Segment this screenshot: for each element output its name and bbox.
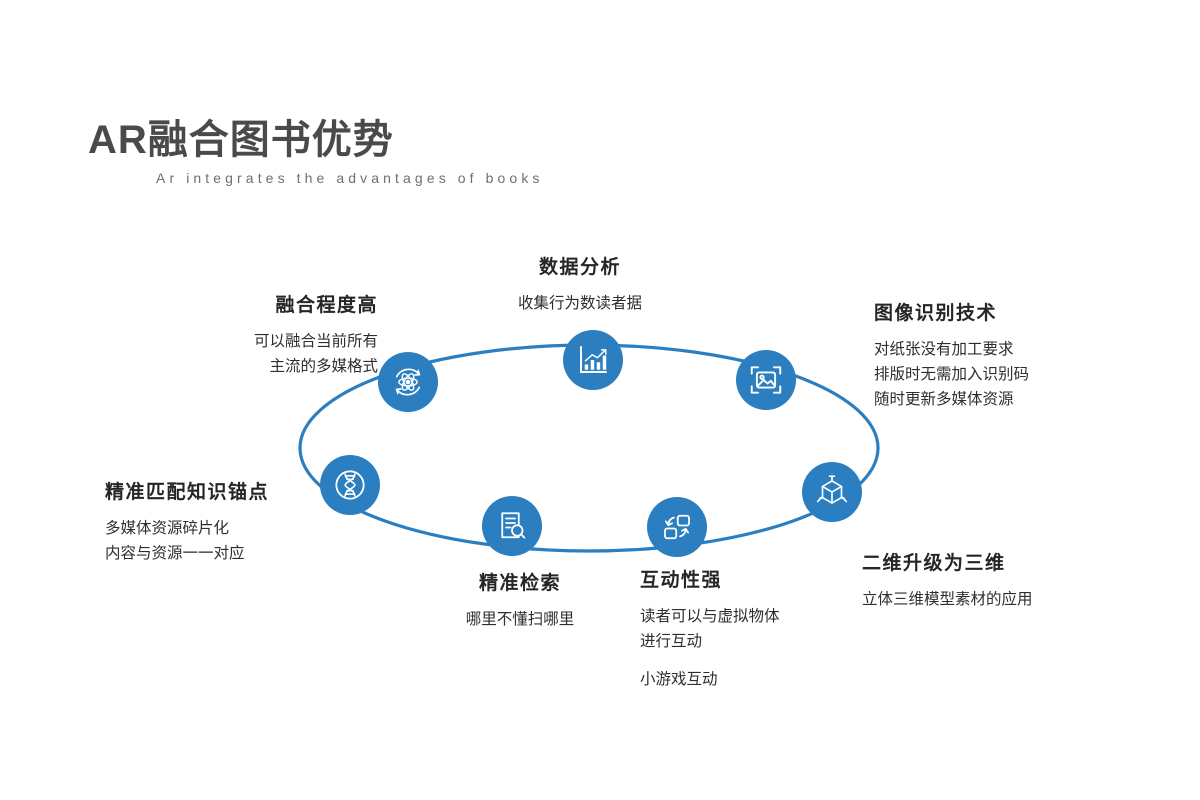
block-fusion: 融合程度高 可以融合当前所有 主流的多媒格式: [198, 290, 378, 379]
block-three-d-line-1: 立体三维模型素材的应用: [862, 591, 1033, 608]
block-data-line-1: 收集行为数读者据: [517, 295, 642, 312]
dna-helix-icon: [335, 470, 365, 500]
page-subtitle: Ar integrates the advantages of books: [156, 170, 544, 186]
exchange-squares-icon: [664, 514, 690, 540]
block-anchor-desc: 多媒体资源碎片化 内容与资源一一对应: [105, 516, 345, 566]
block-image-desc: 对纸张没有加工要求 排版时无需加入识别码 随时更新多媒体资源: [874, 337, 1174, 412]
block-fusion-line-2: 主流的多媒格式: [269, 358, 378, 376]
block-fusion-line-1: 可以融合当前所有: [253, 333, 378, 350]
block-image-line-2: 排版时无需加入识别码: [874, 366, 1030, 384]
bar-chart-icon: [580, 346, 607, 373]
block-image-heading: 图像识别技术: [874, 303, 998, 324]
block-anchor: 精准匹配知识锚点 多媒体资源碎片化 内容与资源一一对应: [105, 477, 345, 566]
node-anchor[interactable]: [320, 455, 380, 515]
block-three-d-heading: 二维升级为三维: [862, 553, 1006, 574]
block-search-line-1: 哪里不懂扫哪里: [465, 611, 575, 628]
block-interact: 互动性强 读者可以与虚拟物体 进行互动 小游戏互动: [640, 565, 870, 692]
block-data-desc: 收集行为数读者据: [460, 291, 700, 316]
block-three-d: 二维升级为三维 立体三维模型素材的应用: [862, 548, 1122, 612]
block-image: 图像识别技术 对纸张没有加工要求 排版时无需加入识别码 随时更新多媒体资源: [874, 298, 1174, 412]
block-anchor-line-1: 多媒体资源碎片化: [105, 520, 230, 537]
block-anchor-line-2: 内容与资源一一对应: [105, 545, 245, 563]
block-search-desc: 哪里不懂扫哪里: [420, 607, 620, 632]
block-image-line-1: 对纸张没有加工要求: [874, 341, 1014, 358]
node-data[interactable]: [563, 330, 623, 390]
block-interact-heading: 互动性强: [640, 570, 723, 591]
block-interact-desc: 读者可以与虚拟物体 进行互动 小游戏互动: [640, 604, 870, 692]
block-interact-line-3: 小游戏互动: [640, 671, 718, 689]
node-image[interactable]: [736, 350, 796, 410]
block-interact-line-2: 进行互动: [640, 633, 703, 651]
block-data-heading: 数据分析: [538, 257, 621, 278]
block-search-heading: 精准检索: [478, 573, 561, 594]
image-scan-icon: [750, 366, 782, 394]
node-three-d[interactable]: [802, 462, 862, 522]
cube-3d-icon: [816, 475, 848, 504]
block-image-line-3: 随时更新多媒体资源: [874, 391, 1014, 409]
block-fusion-heading: 融合程度高: [275, 295, 378, 316]
block-data: 数据分析 收集行为数读者据: [460, 252, 700, 316]
block-interact-line-1: 读者可以与虚拟物体: [640, 608, 780, 625]
page-header: AR融合图书优势 Ar integrates the advantages of…: [88, 118, 788, 186]
block-search: 精准检索 哪里不懂扫哪里: [420, 568, 620, 632]
node-interact[interactable]: [647, 497, 707, 557]
node-search[interactable]: [482, 496, 542, 556]
block-fusion-desc: 可以融合当前所有 主流的多媒格式: [198, 329, 378, 379]
document-search-icon: [501, 512, 526, 539]
node-fusion[interactable]: [378, 352, 438, 412]
page-title: AR融合图书优势: [88, 118, 394, 162]
block-anchor-heading: 精准匹配知识锚点: [105, 482, 270, 503]
atom-refresh-icon: [395, 368, 421, 396]
block-three-d-desc: 立体三维模型素材的应用: [862, 587, 1122, 612]
